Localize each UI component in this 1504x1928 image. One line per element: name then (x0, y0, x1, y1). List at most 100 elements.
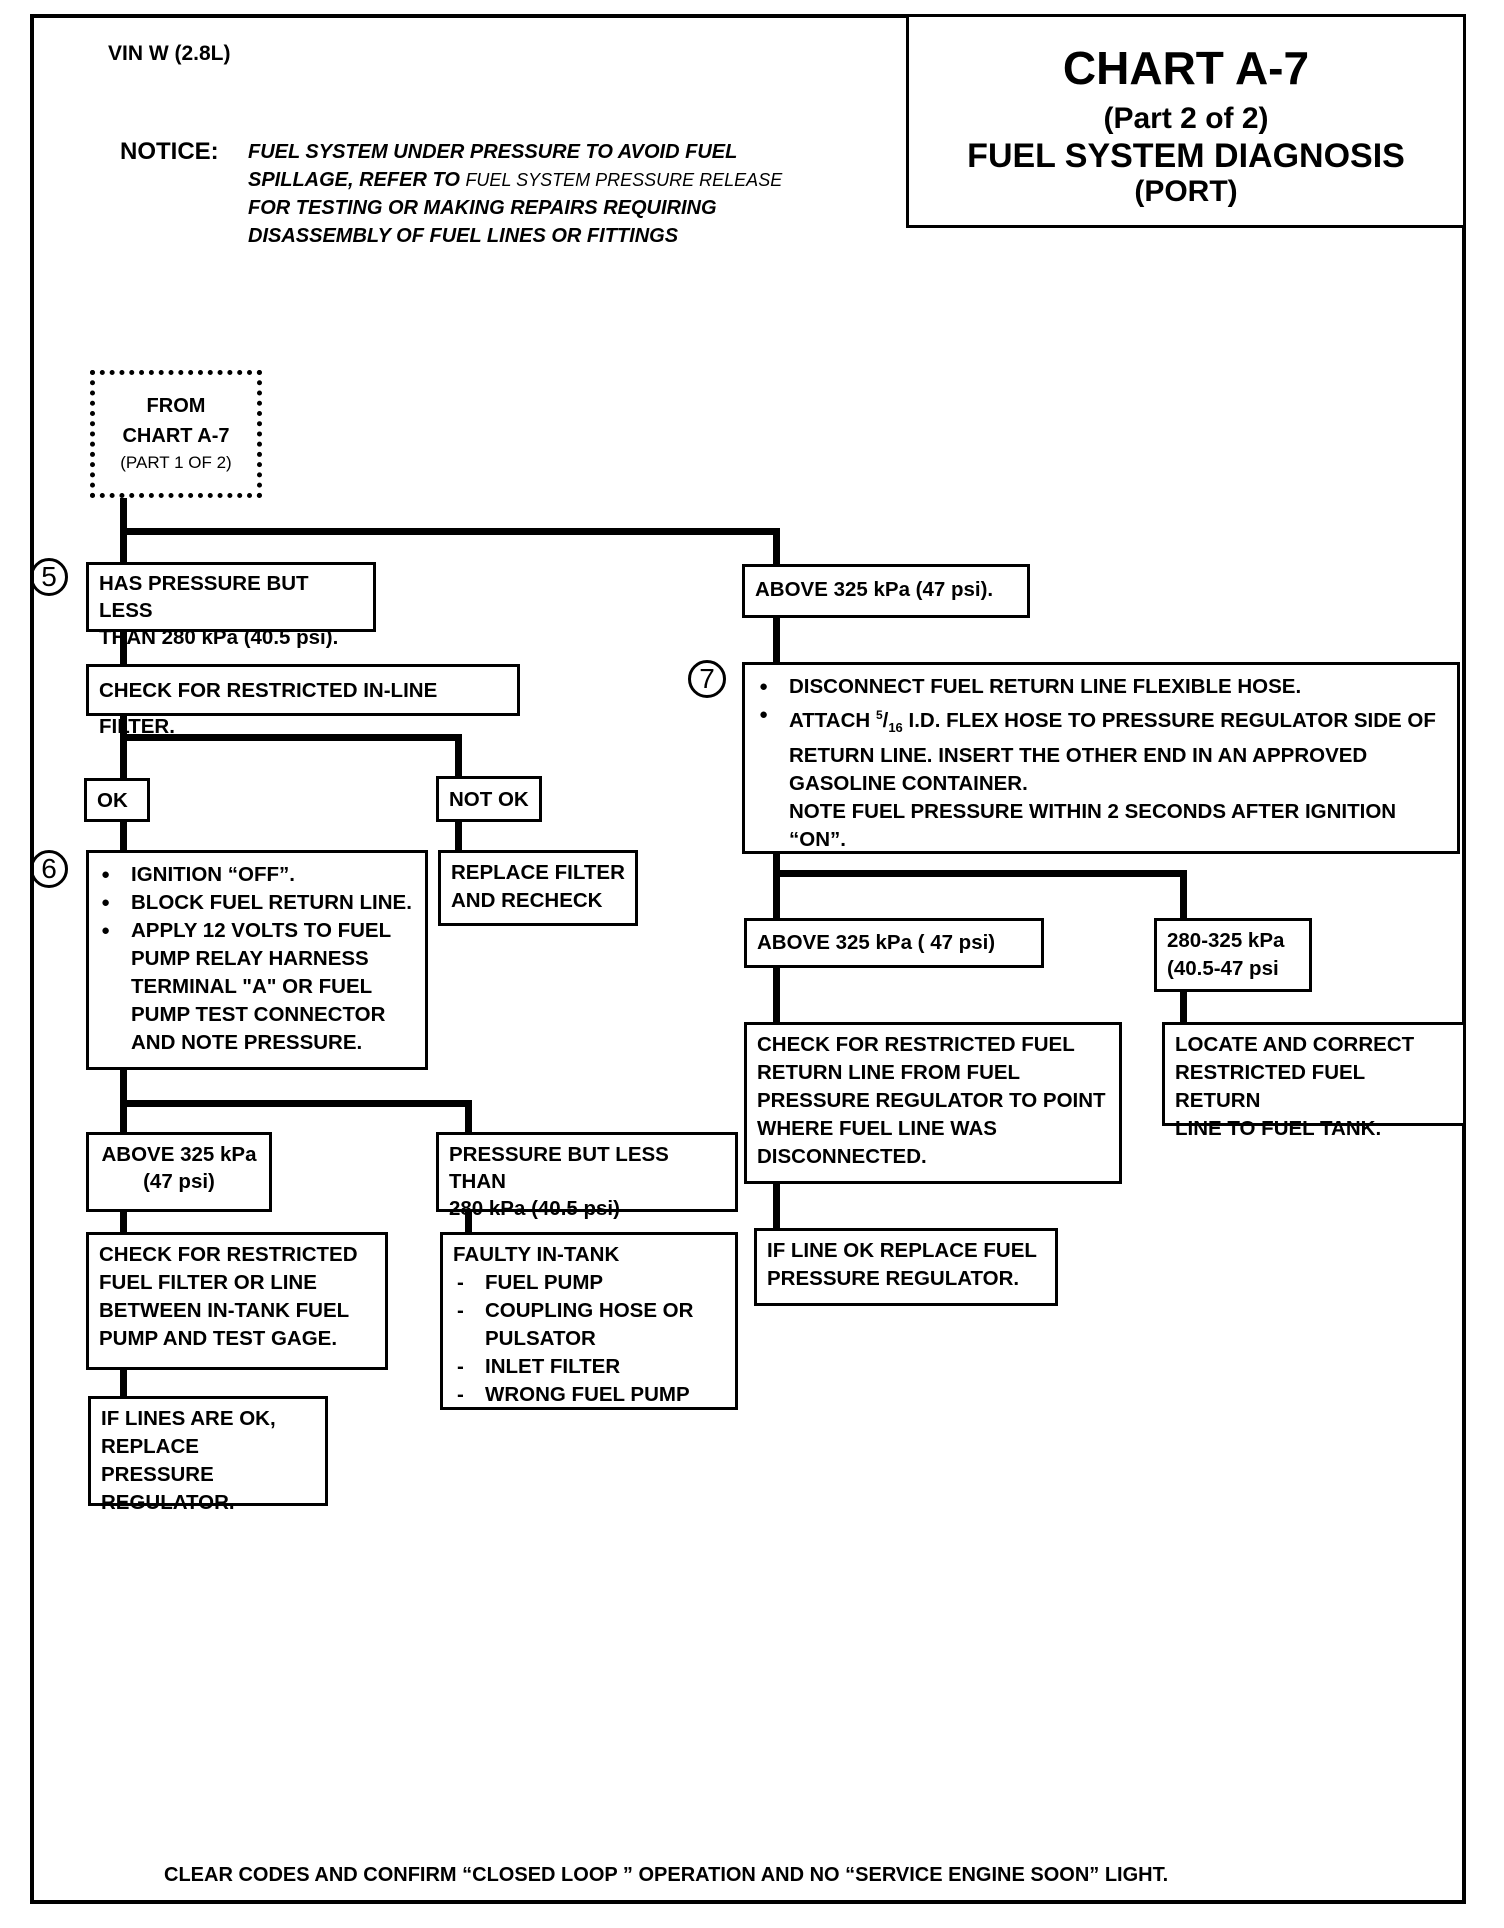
above-325-left-box: ABOVE 325 kPa (47 psi) (86, 1132, 272, 1212)
has-pressure-box: HAS PRESSURE BUT LESS THAN 280 kPa (40.5… (86, 562, 376, 649)
range-line-1: 280-325 kPa (1167, 929, 1285, 952)
step6-item: APPLY 12 VOLTS TO FUEL PUMP RELAY HARNES… (97, 917, 417, 1057)
has-pressure-line-1: HAS PRESSURE BUT LESS (99, 572, 309, 622)
connector (465, 1100, 472, 1134)
connector (120, 1212, 127, 1234)
chart-subtitle: (PORT) (1134, 175, 1238, 208)
faulty-item: FUEL PUMP (453, 1269, 725, 1297)
connector (120, 734, 462, 741)
connector (120, 528, 780, 535)
vin-label: VIN W (2.8L) (108, 42, 231, 65)
above-325-mid-box: ABOVE 325 kPa ( 47 psi) (744, 918, 1044, 968)
connector (773, 854, 780, 920)
chart-title: FUEL SYSTEM DIAGNOSIS (967, 137, 1405, 175)
from-part-label: (PART 1 OF 2) (120, 453, 232, 472)
fraction-numerator: 5 (875, 708, 883, 722)
above-325-top-box: ABOVE 325 kPa (47 psi). (742, 564, 1030, 618)
if-line-ok-box: IF LINE OK REPLACE FUEL PRESSURE REGULAT… (754, 1228, 1058, 1306)
connector (120, 716, 127, 780)
ok-box: OK (84, 778, 150, 822)
connector (120, 822, 127, 852)
step-number-6: 6 (30, 850, 68, 888)
connector (120, 1370, 127, 1398)
connector (773, 870, 1187, 877)
locate-correct-line: RESTRICTED FUEL RETURN (1175, 1061, 1365, 1112)
chart-part: (Part 2 of 2) (1103, 102, 1269, 135)
connector (773, 528, 780, 566)
notice-line-3: FOR TESTING OR MAKING REPAIRS REQUIRING (248, 197, 717, 219)
above-325-left-line-2: (47 psi) (143, 1170, 215, 1193)
footer-note: CLEAR CODES AND CONFIRM “CLOSED LOOP ” O… (164, 1864, 1169, 1886)
check-return-line: PRESSURE REGULATOR TO POINT (757, 1089, 1106, 1112)
connector (455, 734, 462, 780)
pressure-less-box: PRESSURE BUT LESS THAN 280 kPa (40.5 psi… (436, 1132, 738, 1220)
step7-item: DISCONNECT FUEL RETURN LINE FLEXIBLE HOS… (755, 673, 1447, 701)
not-ok-box: NOT OK (436, 776, 542, 822)
if-lines-ok-line: IF LINES ARE OK, (101, 1407, 276, 1430)
pressure-less-line-1: PRESSURE BUT LESS THAN (449, 1143, 669, 1193)
check-inline-filter-box: CHECK FOR RESTRICTED IN-LINE FILTER. (86, 664, 520, 738)
notice-line-1: FUEL SYSTEM UNDER PRESSURE TO AVOID FUEL (248, 141, 738, 163)
if-lines-ok-line: REPLACE PRESSURE (101, 1435, 214, 1486)
replace-filter-line-1: REPLACE FILTER (451, 861, 625, 884)
notice-label: NOTICE: (120, 138, 219, 165)
check-return-line: RETURN LINE FROM FUEL (757, 1061, 1021, 1084)
check-restricted-line: FUEL FILTER OR LINE (99, 1271, 317, 1294)
check-return-line-box: CHECK FOR RESTRICTED FUEL RETURN LINE FR… (744, 1022, 1122, 1184)
notice-line-4: DISASSEMBLY OF FUEL LINES OR FITTINGS (248, 225, 679, 247)
connector (1180, 870, 1187, 920)
check-restricted-line: PUMP AND TEST GAGE. (99, 1327, 338, 1350)
locate-correct-line: LINE TO FUEL TANK. (1175, 1117, 1382, 1140)
if-line-ok-line: IF LINE OK REPLACE FUEL (767, 1239, 1037, 1262)
check-return-line: DISCONNECTED. (757, 1145, 927, 1168)
if-line-ok-line: PRESSURE REGULATOR. (767, 1267, 1020, 1290)
connector (1180, 992, 1187, 1022)
connector (455, 822, 462, 852)
title-box: CHART A-7 (Part 2 of 2) FUEL SYSTEM DIAG… (906, 14, 1466, 228)
range-280-325-box: 280-325 kPa (40.5-47 psi (1154, 918, 1312, 992)
above-325-left-line-1: ABOVE 325 kPa (101, 1143, 257, 1166)
connector (465, 1212, 472, 1234)
connector (120, 632, 127, 666)
check-restricted-line: CHECK FOR RESTRICTED (99, 1243, 358, 1266)
step7-box: DISCONNECT FUEL RETURN LINE FLEXIBLE HOS… (742, 662, 1460, 854)
step6-item: BLOCK FUEL RETURN LINE. (97, 889, 417, 917)
connector (120, 1100, 472, 1107)
range-line-2: (40.5-47 psi (1167, 957, 1279, 980)
chart-number: CHART A-7 (1062, 42, 1310, 94)
if-lines-ok-line: REGULATOR. (101, 1491, 235, 1514)
has-pressure-line-2: THAN 280 kPa (40.5 psi). (99, 626, 339, 649)
step7-item: ATTACH 5/16 I.D. FLEX HOSE TO PRESSURE R… (755, 701, 1447, 798)
from-label: FROM (146, 395, 206, 417)
replace-filter-box: REPLACE FILTER AND RECHECK (438, 850, 638, 926)
pressure-less-line-2: 280 kPa (40.5 psi) (449, 1197, 620, 1220)
connector (773, 1184, 780, 1230)
check-return-line: CHECK FOR RESTRICTED FUEL (757, 1033, 1075, 1056)
step7-note: NOTE FUEL PRESSURE WITHIN 2 SECONDS AFTE… (789, 799, 1397, 851)
from-chart-box: FROM CHART A-7 (PART 1 OF 2) (90, 370, 262, 498)
faulty-item: INLET FILTER (453, 1353, 725, 1381)
step6-box: IGNITION “OFF”. BLOCK FUEL RETURN LINE. … (86, 850, 428, 1070)
faulty-in-tank-title: FAULTY IN-TANK (453, 1243, 620, 1266)
faulty-item: WRONG FUEL PUMP (453, 1381, 725, 1409)
notice-text: FUEL SYSTEM UNDER PRESSURE TO AVOID FUEL… (248, 138, 828, 250)
step-number-5: 5 (30, 558, 68, 596)
connector (773, 618, 780, 664)
if-lines-ok-box: IF LINES ARE OK, REPLACE PRESSURE REGULA… (88, 1396, 328, 1514)
check-restricted-filter-box: CHECK FOR RESTRICTED FUEL FILTER OR LINE… (86, 1232, 388, 1370)
page-border (30, 14, 1466, 1904)
notice-line-2: SPILLAGE, REFER TO FUEL SYSTEM PRESSURE … (248, 169, 783, 191)
step6-item: IGNITION “OFF”. (97, 861, 417, 889)
check-return-line: WHERE FUEL LINE WAS (757, 1117, 997, 1140)
faulty-item: COUPLING HOSE OR PULSATOR (453, 1297, 725, 1353)
check-restricted-line: BETWEEN IN-TANK FUEL (99, 1299, 350, 1322)
locate-correct-line: LOCATE AND CORRECT (1175, 1033, 1415, 1056)
notice-reference: FUEL SYSTEM PRESSURE RELEASE (465, 170, 783, 190)
fraction-denominator: 16 (888, 719, 903, 735)
locate-correct-box: LOCATE AND CORRECT RESTRICTED FUEL RETUR… (1162, 1022, 1466, 1140)
replace-filter-line-2: AND RECHECK (451, 889, 603, 912)
from-chart-label: CHART A-7 (122, 425, 230, 447)
faulty-in-tank-box: FAULTY IN-TANK FUEL PUMP COUPLING HOSE O… (440, 1232, 738, 1410)
step-number-7: 7 (688, 660, 726, 698)
connector (773, 968, 780, 1024)
